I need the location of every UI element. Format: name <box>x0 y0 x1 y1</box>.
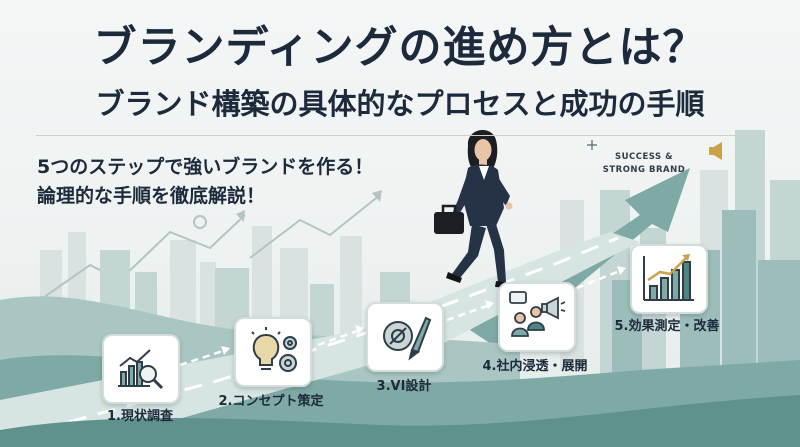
step-card-4 <box>498 282 576 352</box>
businesswoman-walking <box>434 129 513 288</box>
lead-line-2: 論理的な手順を徹底解説！ <box>37 185 266 207</box>
step-card-3 <box>366 302 444 372</box>
success-badge-line-1: SUCCESS & <box>614 152 674 162</box>
lightbulb-gears-icon <box>251 327 297 372</box>
step-label-4: 4.社内浸透・展開 <box>482 359 588 374</box>
page-subtitle: ブランド構築の具体的なプロセスと成功の手順 <box>95 87 705 121</box>
step-card-5 <box>630 244 708 314</box>
trend-lines <box>39 194 381 301</box>
step-label-2: 2.コンセプト策定 <box>218 394 324 409</box>
magnifier-chart-icon <box>118 349 164 390</box>
success-badge-line-2: STRONG BRAND <box>602 165 686 175</box>
design-tools-icon <box>383 316 432 361</box>
title-divider <box>36 135 764 136</box>
step-card-2 <box>234 317 312 387</box>
step-connector-arrows <box>179 268 623 367</box>
page-title: ブランディングの進め方とは？ <box>93 23 707 73</box>
decorative-ring <box>193 215 207 229</box>
lead-line-1: 5つのステップで強いブランドを作る！ <box>37 156 374 178</box>
team-megaphone-icon <box>509 291 566 337</box>
step-label-5: 5.効果測定・改善 <box>614 319 720 334</box>
growth-chart-icon <box>643 254 694 301</box>
step-card-1 <box>102 334 180 404</box>
trophy-icon <box>709 142 722 160</box>
step-label-3: 3.VI設計 <box>376 379 432 394</box>
sparkle-icon <box>587 140 597 150</box>
step-label-1: 1.現状調査 <box>107 409 173 424</box>
